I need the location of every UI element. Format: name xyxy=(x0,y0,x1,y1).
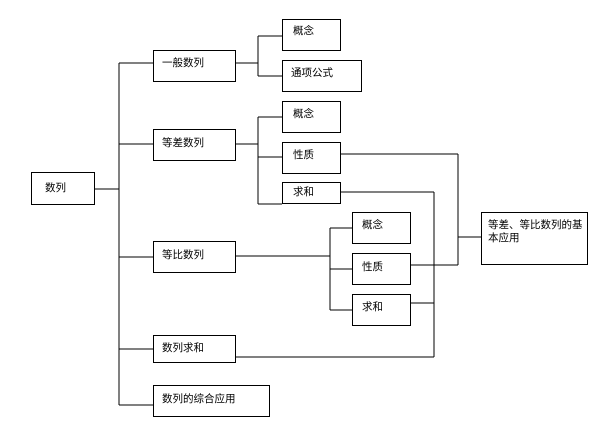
general-sequence-label: 一般数列 xyxy=(162,57,204,69)
arithmetic-concept-label: 概念 xyxy=(293,108,314,120)
geometric-sequence-label: 等比数列 xyxy=(162,249,204,261)
arithmetic-sequence-node: 等差数列 xyxy=(153,129,236,161)
geometric-sum-label: 求和 xyxy=(362,301,383,313)
geometric-concept-node: 概念 xyxy=(352,212,411,244)
arithmetic-sum-label: 求和 xyxy=(293,186,314,198)
general-formula-label: 通项公式 xyxy=(291,67,333,79)
root-node-label: 数列 xyxy=(45,182,66,194)
geometric-sum-node: 求和 xyxy=(352,294,411,326)
basic-application-label: 等差、等比数列的基本应用 xyxy=(488,219,583,244)
arithmetic-sequence-label: 等差数列 xyxy=(162,137,204,149)
root-node: 数列 xyxy=(31,172,95,205)
general-concept-label: 概念 xyxy=(293,25,314,37)
sequence-sum-label: 数列求和 xyxy=(162,342,204,354)
geometric-concept-label: 概念 xyxy=(362,219,383,231)
basic-application-node: 等差、等比数列的基本应用 xyxy=(481,212,588,265)
sequence-application-label: 数列的综合应用 xyxy=(162,393,236,405)
sequence-sum-node: 数列求和 xyxy=(153,335,236,363)
geometric-property-label: 性质 xyxy=(362,261,383,273)
general-formula-node: 通项公式 xyxy=(282,60,362,92)
geometric-sequence-node: 等比数列 xyxy=(153,241,236,273)
arithmetic-property-label: 性质 xyxy=(293,149,314,161)
general-sequence-node: 一般数列 xyxy=(153,50,236,82)
geometric-property-node: 性质 xyxy=(352,253,411,285)
arithmetic-concept-node: 概念 xyxy=(282,101,341,133)
general-concept-node: 概念 xyxy=(282,19,341,51)
sequence-application-node: 数列的综合应用 xyxy=(153,385,270,417)
arithmetic-property-node: 性质 xyxy=(282,142,341,174)
arithmetic-sum-node: 求和 xyxy=(282,182,341,204)
